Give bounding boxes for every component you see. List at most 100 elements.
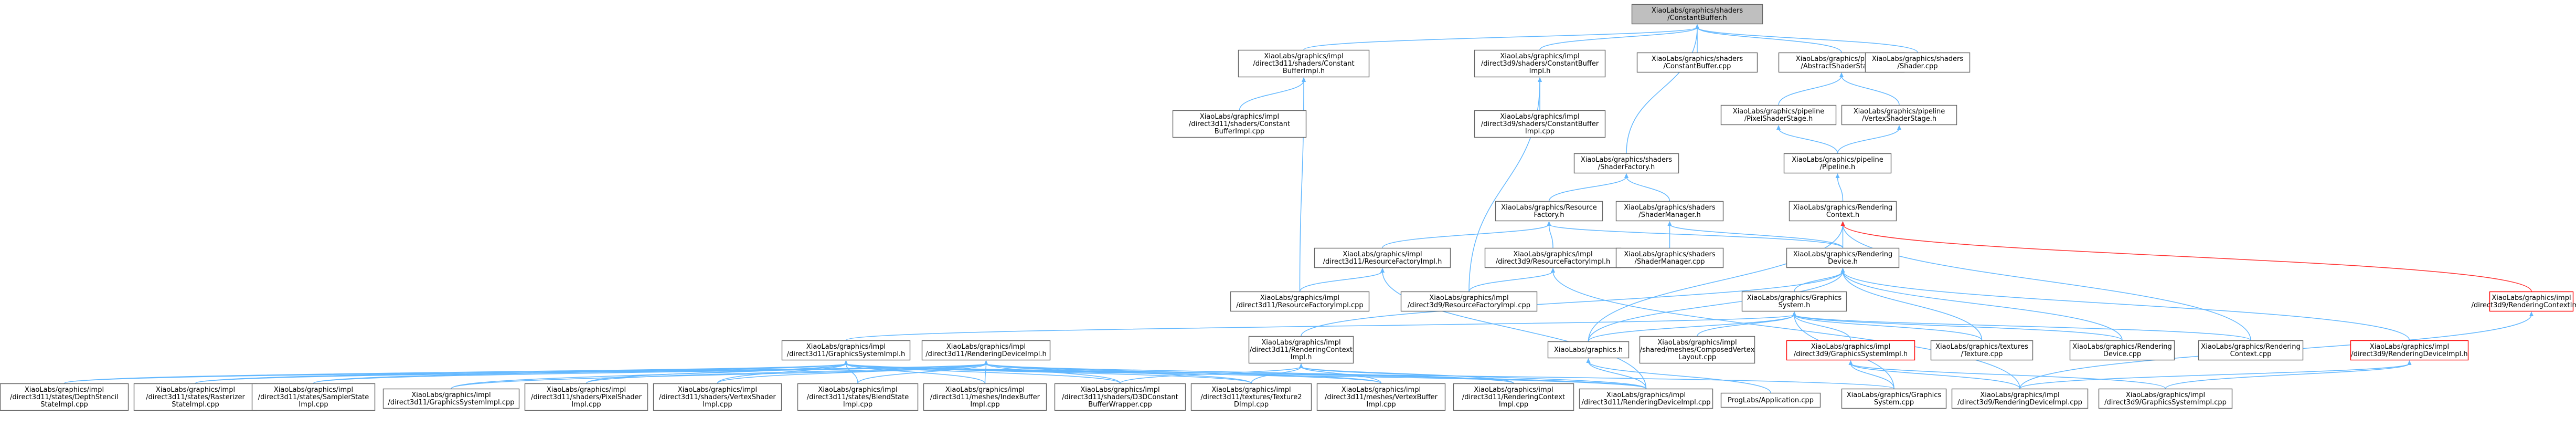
node-ds-cpp[interactable]: XiaoLabs/graphics/impl/direct3d11/states… — [0, 383, 129, 411]
node-d11rci-cpp[interactable]: XiaoLabs/graphics/impl/direct3d11/Render… — [1453, 383, 1574, 411]
node-cb-cpp[interactable]: XiaoLabs/graphics/shaders/ConstantBuffer… — [1636, 52, 1758, 73]
node-d9rdi-h[interactable]: XiaoLabs/graphics/impl/direct3d9/Renderi… — [2350, 340, 2469, 361]
node-label: XiaoLabs/graphics/impl — [1513, 251, 1592, 258]
node-d9gsi-cpp[interactable]: XiaoLabs/graphics/impl/direct3d9/Graphic… — [2098, 388, 2233, 409]
node-shader-cpp[interactable]: XiaoLabs/graphics/shaders/Shader.cpp — [1865, 52, 1971, 73]
node-label: XiaoLabs/graphics/Graphics — [1747, 294, 1842, 302]
node-d11gsi-h[interactable]: XiaoLabs/graphics/impl/direct3d11/Graphi… — [781, 340, 911, 361]
node-rf-h[interactable]: XiaoLabs/graphics/ResourceFactory.h — [1495, 201, 1603, 222]
dependency-edge — [1794, 314, 1851, 341]
dependency-edge — [1382, 224, 1550, 248]
node-box — [1474, 49, 1606, 78]
node-box — [1783, 153, 1892, 174]
node-box — [0, 383, 129, 411]
node-label: /direct3d11/shaders/D3DConstant — [1062, 393, 1178, 401]
node-sm-h[interactable]: XiaoLabs/graphics/shaders/ShaderManager.… — [1615, 201, 1724, 222]
node-d9rci-h[interactable]: XiaoLabs/graphics/impl/direct3d9/Renderi… — [2472, 291, 2576, 312]
node-rc-cpp[interactable]: XiaoLabs/graphics/RenderingContext.cpp — [2198, 340, 2304, 361]
dependency-edge — [1539, 27, 1698, 50]
node-ps-cpp[interactable]: XiaoLabs/graphics/impl/direct3d11/shader… — [524, 383, 648, 411]
node-label: XiaoLabs/graphics/impl — [1657, 339, 1737, 347]
dependency-edge — [1778, 75, 1842, 106]
dependency-edge — [985, 363, 1252, 384]
node-label: /direct3d11/GraphicsSystemImpl.cpp — [388, 399, 514, 407]
node-label: Factory.h — [1534, 211, 1564, 219]
node-label: XiaoLabs/graphics/impl — [945, 386, 1025, 394]
node-sf-h[interactable]: XiaoLabs/graphics/shaders/ShaderFactory.… — [1573, 153, 1679, 174]
node-graphics-h[interactable]: XiaoLabs/graphics.h — [1547, 341, 1630, 359]
node-label: XiaoLabs/graphics/Rendering — [2072, 343, 2171, 351]
node-box — [1639, 336, 1755, 364]
node-ib-cpp[interactable]: XiaoLabs/graphics/impl/direct3d11/meshes… — [923, 383, 1047, 411]
node-label: Impl.cpp — [843, 401, 872, 409]
node-sm-cpp[interactable]: XiaoLabs/graphics/shaders/ShaderManager.… — [1615, 247, 1724, 268]
dependency-edge — [1548, 224, 1844, 248]
dependency-edge — [586, 363, 987, 384]
node-d11rdi-h[interactable]: XiaoLabs/graphics/impl/direct3d11/Render… — [921, 340, 1051, 361]
arrowhead — [1835, 173, 1840, 178]
node-rd-cpp[interactable]: XiaoLabs/graphics/RenderingDevice.cpp — [2069, 340, 2175, 361]
dependency-edge — [2019, 363, 2410, 389]
node-label: BufferImpl.h — [1283, 67, 1325, 75]
node-label: /direct3d9/shaders/ConstantBuffer — [1481, 60, 1599, 68]
dependency-edge — [984, 363, 987, 384]
node-label: /direct3d9/RenderingDeviceImpl.cpp — [1957, 399, 2082, 407]
node-root[interactable]: XiaoLabs/graphics/shaders/ConstantBuffer… — [1631, 4, 1763, 25]
node-label: XiaoLabs/graphics/impl — [1211, 386, 1291, 394]
dependency-edge — [1626, 27, 1698, 154]
dependency-edge — [985, 363, 1121, 384]
node-tex-cpp[interactable]: XiaoLabs/graphics/textures/Texture.cpp — [1930, 340, 2034, 361]
node-label: XiaoLabs/graphics/pipeline — [1796, 55, 1888, 63]
node-bs-cpp[interactable]: XiaoLabs/graphics/impl/direct3d11/states… — [797, 383, 919, 411]
node-label: XiaoLabs/graphics/impl — [1500, 53, 1579, 60]
node-rs-cpp[interactable]: XiaoLabs/graphics/impl/direct3d11/states… — [133, 383, 258, 411]
dependency-edge — [1588, 224, 1844, 342]
node-gs-cpp[interactable]: XiaoLabs/graphics/GraphicsSystem.cpp — [1841, 388, 1947, 409]
node-d11rdi-cpp[interactable]: XiaoLabs/graphics/impl/direct3d11/Render… — [1579, 388, 1713, 409]
node-prog-cpp[interactable]: ProgLabs/Application.cpp — [1720, 392, 1821, 408]
node-d9cbi-cpp[interactable]: XiaoLabs/graphics/impl/direct3d9/shaders… — [1474, 110, 1606, 138]
node-label: /direct3d11/meshes/IndexBuffer — [930, 393, 1040, 401]
node-label: Impl.cpp — [1499, 401, 1528, 409]
dependency-edge — [1794, 314, 2251, 341]
node-d11rfi-h[interactable]: XiaoLabs/graphics/impl/direct3d11/Resour… — [1314, 247, 1451, 268]
graph-edges — [63, 24, 2534, 393]
node-d11cbi-cpp[interactable]: XiaoLabs/graphics/impl/direct3d11/shader… — [1172, 110, 1307, 138]
node-ss-cpp[interactable]: XiaoLabs/graphics/impl/direct3d11/states… — [251, 383, 376, 411]
node-vs-cpp[interactable]: XiaoLabs/graphics/impl/direct3d11/shader… — [653, 383, 782, 411]
node-d9cbi-h[interactable]: XiaoLabs/graphics/impl/direct3d9/shaders… — [1474, 49, 1606, 78]
node-vss-h[interactable]: XiaoLabs/graphics/pipeline/VertexShaderS… — [1841, 105, 1957, 126]
node-d11rfi-cpp[interactable]: XiaoLabs/graphics/impl/direct3d11/Resour… — [1230, 291, 1370, 312]
node-rd-h[interactable]: XiaoLabs/graphics/RenderingDevice.h — [1786, 247, 1900, 268]
node-box — [2069, 340, 2175, 361]
node-box — [2098, 388, 2233, 409]
node-pss-h[interactable]: XiaoLabs/graphics/pipeline/PixelShaderSt… — [1720, 105, 1837, 126]
node-d9gsi-h[interactable]: XiaoLabs/graphics/impl/direct3d9/Graphic… — [1786, 340, 1915, 361]
arrowhead — [1840, 221, 1845, 226]
node-d11cbi-h[interactable]: XiaoLabs/graphics/impl/direct3d11/shader… — [1238, 49, 1370, 78]
node-d11gsi-cpp[interactable]: XiaoLabs/graphics/impl/direct3d11/Graphi… — [382, 388, 520, 409]
node-rc-h[interactable]: XiaoLabs/graphics/RenderingContext.h — [1789, 201, 1897, 222]
node-t2d-cpp[interactable]: XiaoLabs/graphics/impl/direct3d11/textur… — [1190, 383, 1312, 411]
node-vb-cpp[interactable]: XiaoLabs/graphics/impl/direct3d11/meshes… — [1316, 383, 1446, 411]
node-box — [251, 383, 376, 411]
arrowhead — [1840, 268, 1845, 273]
node-label: XiaoLabs/graphics/impl — [1080, 386, 1159, 394]
node-label: XiaoLabs/graphics/shaders — [1652, 55, 1743, 63]
node-label: Impl.cpp — [571, 401, 601, 409]
node-label: XiaoLabs/graphics/impl — [1342, 386, 1421, 394]
node-cbw-cpp[interactable]: XiaoLabs/graphics/impl/direct3d11/shader… — [1054, 383, 1186, 411]
node-label: BufferImpl.cpp — [1215, 128, 1265, 136]
node-d9rfi-h[interactable]: XiaoLabs/graphics/impl/direct3d9/Resourc… — [1484, 247, 1622, 268]
node-pipeline-h[interactable]: XiaoLabs/graphics/pipeline/Pipeline.h — [1783, 153, 1892, 174]
dependency-edge — [1841, 75, 1900, 106]
node-box — [1484, 247, 1622, 268]
node-d9rfi-cpp[interactable]: XiaoLabs/graphics/impl/direct3d9/Resourc… — [1400, 291, 1538, 312]
node-d9rdi-cpp[interactable]: XiaoLabs/graphics/impl/direct3d9/Renderi… — [1951, 388, 2089, 409]
node-d11rci-h[interactable]: XiaoLabs/graphics/impl/direct3d11/Render… — [1248, 336, 1354, 364]
node-cvl-cpp[interactable]: XiaoLabs/graphics/impl/shared/meshes/Com… — [1639, 336, 1755, 364]
node-gs-h[interactable]: XiaoLabs/graphics/GraphicsSystem.h — [1741, 291, 1847, 312]
node-label: XiaoLabs/graphics/impl — [1500, 113, 1579, 121]
node-label: /direct3d11/RenderingDeviceImpl.h — [925, 350, 1047, 358]
